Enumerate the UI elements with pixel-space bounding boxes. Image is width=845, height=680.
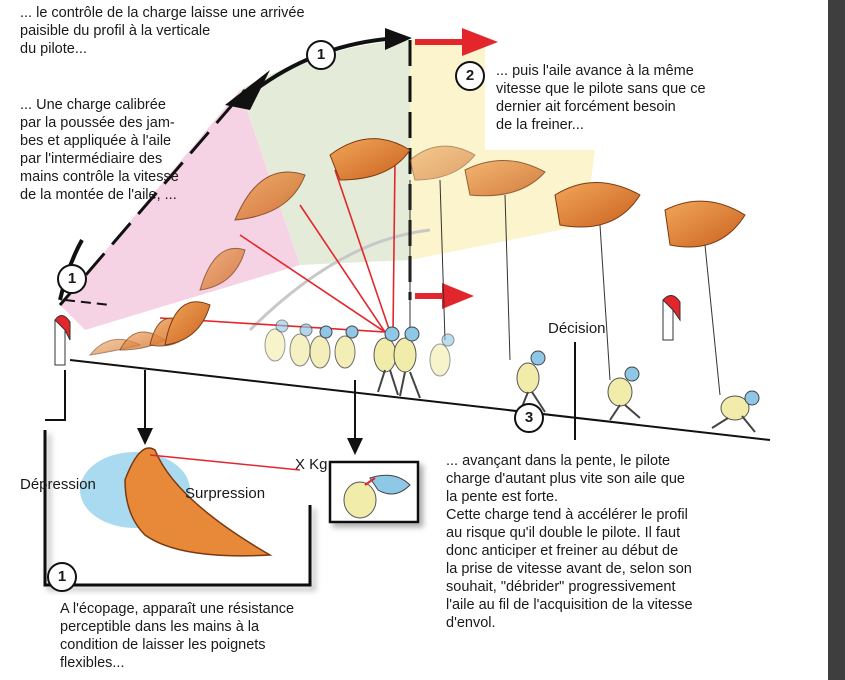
caption-bottom-left: A l'écopage, apparaît une résistance per…: [60, 600, 294, 672]
step-number-arc-left: 1: [57, 264, 87, 294]
red-arrow-mid-head: [442, 283, 474, 309]
down-arrow-left: [137, 428, 153, 445]
caption-left-middle: ... Une charge calibrée par la poussée d…: [20, 96, 179, 204]
decision-label: Décision: [548, 320, 606, 337]
step-number-slope: 3: [514, 403, 544, 433]
step-number-arc-top: 1: [306, 40, 336, 70]
down-arrow-mid: [347, 438, 363, 455]
caption-top-right: ... puis l'aile avance à la même vitesse…: [496, 62, 706, 134]
step-number-scoop: 1: [47, 562, 77, 592]
step-number-advance: 2: [455, 61, 485, 91]
right-edge-bar: [828, 0, 845, 680]
caption-bottom-right: ... avançant dans la pente, le pilote ch…: [446, 452, 693, 632]
windsock-right: [663, 295, 680, 340]
surpression-label: Surpression: [185, 485, 265, 502]
depression-label: Dépression: [20, 476, 96, 493]
pilot-figures: [265, 320, 759, 432]
ground-line: [70, 360, 770, 440]
pilot-closeup-inset: [330, 462, 418, 522]
caption-top-left: ... le contrôle de la charge laisse une …: [20, 4, 305, 58]
weight-label: X Kg: [295, 456, 328, 473]
windsock-left: [55, 315, 70, 365]
